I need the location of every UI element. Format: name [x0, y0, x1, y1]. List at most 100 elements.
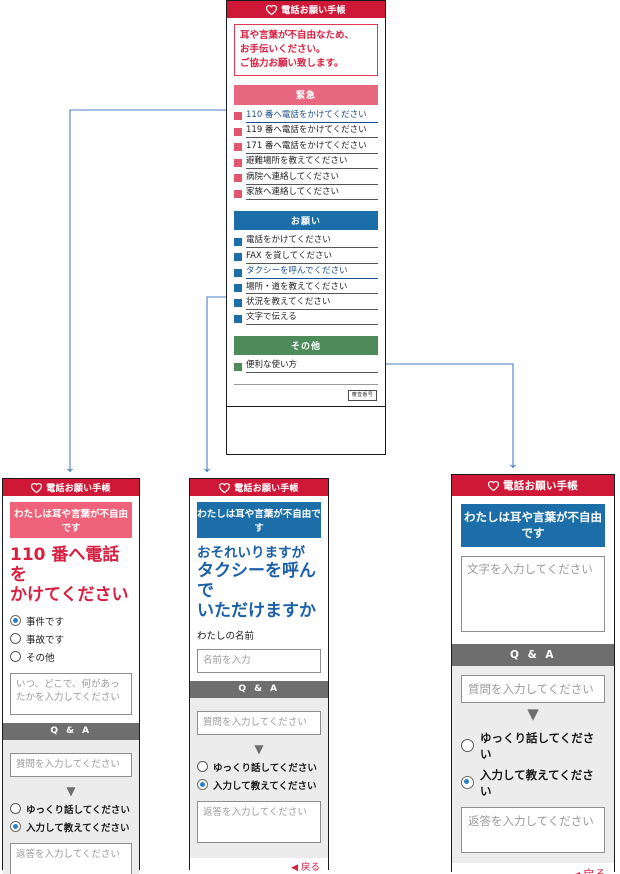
radio-speak-slowly[interactable]: ゆっくり話してください	[197, 758, 321, 776]
qa-answer-mode-group: ゆっくり話してください 入力して教えてください	[452, 727, 614, 801]
bullet-icon	[234, 362, 242, 371]
panel-bottom-divider	[227, 405, 385, 407]
panel-110-detail: 電話お願い手帳 わたしは耳や言葉が不自由です 110 番へ電話を かけてください…	[2, 478, 140, 874]
notice-line-1: 耳や言葉が不自由なため、	[240, 30, 355, 41]
qa-section-body: 質問を入力してください ▼ ゆっくり話してください 入力して教えてください 返答…	[452, 665, 614, 864]
back-arrow-icon: ◀	[291, 863, 298, 874]
menu-item-171[interactable]: 171 番へ電話をかけてください	[234, 140, 378, 155]
badge-row: 審査番号	[234, 389, 378, 406]
bullet-icon	[234, 174, 242, 183]
connector-taxi	[203, 296, 226, 472]
menu-item-place[interactable]: 場所・道を教えてください	[234, 281, 378, 296]
radio-incident[interactable]: 事件です	[10, 612, 132, 630]
radio-button-icon[interactable]	[10, 803, 21, 815]
radio-accident[interactable]: 事故です	[10, 630, 132, 648]
heart-icon	[219, 482, 231, 493]
heart-icon	[488, 480, 500, 491]
bullet-icon	[234, 268, 242, 277]
incident-detail-input[interactable]: いつ、どこで、何があったかを入力してください	[10, 672, 132, 715]
menu-item-110[interactable]: 110 番へ電話をかけてください	[234, 109, 378, 124]
answer-input[interactable]: 返答を入力してください	[10, 842, 132, 874]
menu-item-situation[interactable]: 状況を教えてください	[234, 296, 378, 311]
question-input[interactable]: 質問を入力してください	[461, 674, 605, 704]
qa-section-header: Q & A	[452, 643, 614, 666]
radio-button-icon[interactable]	[197, 761, 208, 773]
qa-answer-mode-group: ゆっくり話してください 入力して教えてください	[190, 758, 328, 794]
back-arrow-icon: ◀	[572, 870, 580, 874]
qa-section-body: 質問を入力してください ▼ ゆっくり話してください 入力して教えてください 返答…	[3, 740, 139, 874]
radio-button-icon[interactable]	[461, 739, 474, 753]
divider	[234, 383, 378, 385]
qa-answer-mode-group: ゆっくり話してください 入力して教えてください	[3, 800, 139, 836]
app-title: 電話お願い手帳	[503, 480, 578, 492]
notice-line-3: ご協力お願い致します。	[240, 57, 344, 69]
menu-item-119[interactable]: 119 番へ電話をかけてください	[234, 124, 378, 139]
main-menu-panel: 電話お願い手帳 耳や言葉が不自由なため、 お手伝いください。 ご協力お願い致しま…	[226, 0, 386, 455]
heart-icon	[31, 482, 43, 493]
app-header: 電話お願い手帳	[190, 479, 328, 496]
panel-title: おそれいりますが タクシーを呼んで いただけますか	[197, 544, 316, 621]
deaf-notice-banner: わたしは耳や言葉が不自由です	[197, 502, 321, 538]
bullet-icon	[234, 299, 242, 308]
back-link[interactable]: ◀ 戻る	[190, 857, 328, 874]
radio-other[interactable]: その他	[10, 648, 132, 666]
radio-button-icon[interactable]	[197, 779, 208, 791]
caret-down-icon: ▼	[66, 783, 76, 798]
review-number-badge: 審査番号	[347, 389, 377, 401]
radio-speak-slowly[interactable]: ゆっくり話してください	[10, 800, 132, 818]
radio-button-icon[interactable]	[461, 776, 474, 790]
radio-button-icon[interactable]	[10, 615, 21, 627]
section-header-other: その他	[234, 335, 378, 356]
free-text-input[interactable]: 文字を入力してください	[461, 555, 605, 632]
qa-section-header: Q & A	[190, 680, 328, 699]
caret-down-icon: ▼	[254, 741, 264, 756]
bullet-icon	[234, 253, 242, 262]
menu-list-emergency: 110 番へ電話をかけてください 119 番へ電話をかけてください 171 番へ…	[234, 109, 378, 202]
bullet-icon	[234, 127, 242, 136]
menu-list-other: 便利な使い方	[234, 359, 378, 374]
radio-button-icon[interactable]	[10, 633, 21, 645]
bullet-icon	[234, 158, 242, 167]
question-input[interactable]: 質問を入力してください	[197, 711, 321, 735]
section-header-emergency: 緊急	[234, 85, 378, 105]
app-title: 電話お願い手帳	[281, 6, 346, 16]
menu-item-hospital[interactable]: 病院へ連絡してください	[234, 171, 378, 186]
radio-button-icon[interactable]	[10, 821, 21, 833]
menu-item-taxi[interactable]: タクシーを呼んでください	[234, 265, 378, 280]
panel-title: 110 番へ電話を かけてください	[10, 544, 129, 605]
bullet-icon	[234, 112, 242, 121]
menu-item-howto[interactable]: 便利な使い方	[234, 359, 378, 374]
bullet-icon	[234, 314, 242, 323]
answer-input[interactable]: 返答を入力してください	[197, 800, 321, 843]
radio-speak-slowly[interactable]: ゆっくり話してください	[461, 727, 605, 764]
bullet-icon	[234, 284, 242, 293]
deaf-notice-banner: わたしは耳や言葉が不自由です	[10, 502, 132, 538]
incident-type-radio-group: 事件です 事故です その他	[3, 612, 139, 666]
radio-button-icon[interactable]	[10, 651, 21, 663]
section-header-request: お願い	[234, 210, 378, 231]
back-link[interactable]: ◀ 戻る	[452, 863, 614, 874]
qa-section-header: Q & A	[3, 722, 139, 741]
app-header: 電話お願い手帳	[227, 1, 385, 18]
panel-taxi-detail: 電話お願い手帳 わたしは耳や言葉が不自由です おそれいりますが タクシーを呼んで…	[189, 478, 329, 874]
menu-item-shelter[interactable]: 避難場所を教えてください	[234, 155, 378, 170]
bullet-icon	[234, 237, 242, 246]
answer-input[interactable]: 返答を入力してください	[461, 807, 605, 854]
menu-item-call[interactable]: 電話をかけてください	[234, 234, 378, 249]
app-title: 電話お願い手帳	[234, 484, 299, 494]
menu-item-text[interactable]: 文字で伝える	[234, 311, 378, 326]
bullet-icon	[234, 143, 242, 152]
caret-down-icon: ▼	[527, 705, 539, 724]
menu-item-family[interactable]: 家族へ連絡してください	[234, 186, 378, 201]
notice-line-2: お手伝いください。	[240, 43, 326, 55]
name-label: わたしの名前	[197, 630, 255, 642]
connector-text	[370, 363, 517, 468]
radio-type-answer[interactable]: 入力して教えてください	[461, 764, 605, 801]
radio-type-answer[interactable]: 入力して教えてください	[197, 776, 321, 794]
question-input[interactable]: 質問を入力してください	[10, 753, 132, 777]
name-input[interactable]: 名前を入力	[197, 648, 321, 673]
notice-box: 耳や言葉が不自由なため、 お手伝いください。 ご協力お願い致します。	[234, 24, 378, 77]
radio-type-answer[interactable]: 入力して教えてください	[10, 818, 132, 836]
menu-item-fax[interactable]: FAX を貸してください	[234, 250, 378, 265]
